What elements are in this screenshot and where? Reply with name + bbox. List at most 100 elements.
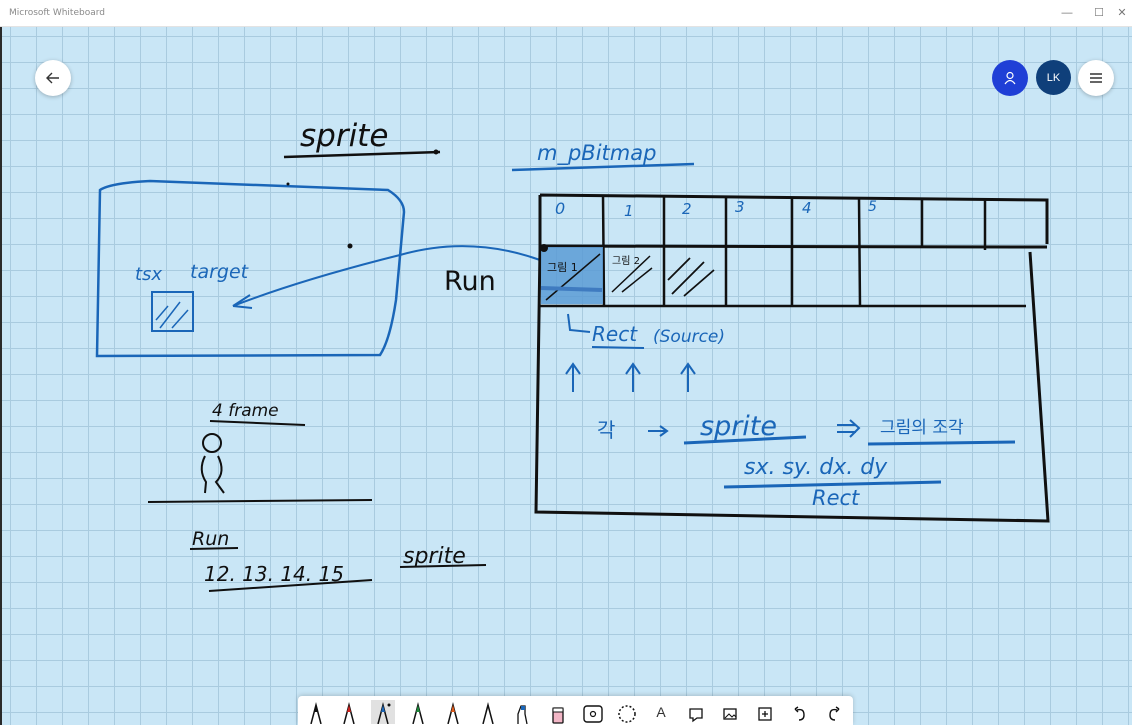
- pen-black-tool[interactable]: [304, 700, 328, 724]
- target-square: [151, 291, 194, 332]
- share-button[interactable]: [992, 60, 1028, 96]
- eraser-tool[interactable]: [546, 700, 570, 724]
- ink-layer: sprite tsx target Run 4 frame Run 12. 13…: [95, 118, 1050, 592]
- text-icon: A: [656, 704, 666, 720]
- col-num-0: 0: [555, 199, 565, 218]
- run-frames: 12. 13. 14. 15: [204, 562, 344, 586]
- up-arrow-1: [565, 362, 581, 392]
- rect-bottom: Rect: [812, 486, 860, 510]
- figure-head: [202, 433, 222, 453]
- highlighter-icon: [517, 705, 528, 724]
- copy-arrowhead: [232, 294, 253, 309]
- cell-hatch: [611, 255, 653, 293]
- sprite-title-underline: [283, 150, 441, 159]
- add-icon: [758, 707, 772, 721]
- coords-fraction-line: [723, 480, 942, 489]
- frame-label: 4 frame: [212, 401, 279, 421]
- hamburger-icon: [1090, 73, 1102, 83]
- window-titlebar: Microsoft Whiteboard — ☐ ✕: [0, 0, 1132, 27]
- figure-body: [200, 455, 225, 494]
- eraser-icon: [552, 707, 564, 724]
- sprite-result-underline: [867, 440, 1016, 446]
- right-arrow: [648, 425, 669, 437]
- sprite-word-underline: [683, 435, 807, 445]
- ink-dot: [433, 149, 439, 155]
- rect-label: Rect: [592, 322, 638, 346]
- col-num-3: 3: [735, 198, 745, 216]
- note-tool[interactable]: [684, 700, 708, 724]
- pen-green-tool[interactable]: [406, 700, 430, 724]
- ruler-icon: [583, 705, 603, 723]
- source-label: (Source): [653, 327, 725, 347]
- pen-orange-tool[interactable]: [441, 700, 465, 724]
- image-icon: [723, 708, 737, 720]
- pen-green-icon: [412, 702, 424, 724]
- bitmap-underline: [511, 162, 695, 172]
- app-title: Microsoft Whiteboard: [9, 8, 105, 18]
- pen-red-tool[interactable]: [337, 700, 361, 724]
- redo-button[interactable]: [822, 700, 846, 724]
- undo-button[interactable]: [788, 700, 812, 724]
- cell-hatch: [545, 253, 601, 301]
- pen-blue-tool[interactable]: [371, 700, 395, 724]
- implies-arrow: [837, 419, 861, 438]
- run-underline: [189, 547, 239, 550]
- arrow-left-icon: [46, 72, 59, 84]
- tex-label: tsx: [135, 264, 162, 285]
- pen-red-icon: [343, 702, 355, 724]
- target-hatch: [155, 301, 189, 329]
- redo-icon: [829, 706, 840, 721]
- bitmap-label: m_pBitmap: [537, 141, 656, 166]
- user-avatar[interactable]: LK: [1036, 60, 1071, 95]
- lasso-icon: [618, 705, 636, 723]
- run-frames-underline: [208, 579, 373, 592]
- cell-band: [540, 286, 603, 292]
- pen-black-icon: [310, 702, 322, 724]
- sprite-title-text: sprite: [300, 118, 388, 154]
- window-left-edge: [0, 27, 2, 725]
- run-label: Run: [444, 266, 496, 297]
- frame-underline: [209, 420, 306, 426]
- rect-bracket: [567, 313, 591, 333]
- coords-text: sx. sy. dx. dy: [744, 455, 888, 480]
- bitmap-column-lines: [601, 194, 987, 307]
- person-add-icon: [1004, 71, 1016, 85]
- col-num-2: 2: [682, 200, 692, 218]
- ink-dot: [540, 244, 548, 252]
- bitmap-outline: [534, 193, 1050, 523]
- add-tool[interactable]: [753, 700, 777, 724]
- ground-line: [147, 499, 373, 503]
- highlighter-tool[interactable]: [510, 700, 534, 724]
- pen-outline-icon: [482, 702, 494, 724]
- inking-toolbar: A: [298, 696, 853, 725]
- up-arrow-2: [625, 362, 641, 392]
- col-num-4: 4: [802, 199, 812, 217]
- undo-icon: [794, 706, 805, 721]
- sprite-word: sprite: [700, 411, 777, 442]
- up-arrow-3: [680, 362, 696, 392]
- rect-underline: [591, 346, 645, 349]
- col-num-5: 5: [868, 199, 877, 215]
- settings-menu-button[interactable]: [1078, 60, 1114, 96]
- pen-outline-tool[interactable]: [476, 700, 500, 724]
- arrow-word: 각: [597, 418, 615, 442]
- ink-dot: [347, 243, 353, 249]
- bitmap-row-line-1: [539, 244, 1048, 249]
- sprite-label-underline: [399, 564, 487, 568]
- copy-arrow: [232, 245, 541, 307]
- run-label-2: Run: [192, 528, 229, 550]
- pen-blue-icon: [377, 702, 391, 724]
- sprite-result: 그림의 조각: [880, 418, 964, 438]
- user-initials: LK: [1046, 71, 1061, 84]
- image-tool[interactable]: [718, 700, 742, 724]
- maximize-button[interactable]: ☐: [1094, 7, 1104, 19]
- lasso-tool[interactable]: [615, 700, 639, 724]
- target-label: target: [190, 261, 250, 283]
- minimize-button[interactable]: —: [1061, 7, 1073, 19]
- ruler-tool[interactable]: [581, 700, 605, 724]
- pen-orange-icon: [447, 702, 459, 724]
- text-tool[interactable]: A: [649, 700, 673, 724]
- close-button[interactable]: ✕: [1117, 7, 1127, 19]
- whiteboard-canvas[interactable]: [0, 27, 1132, 725]
- back-button[interactable]: [35, 60, 71, 96]
